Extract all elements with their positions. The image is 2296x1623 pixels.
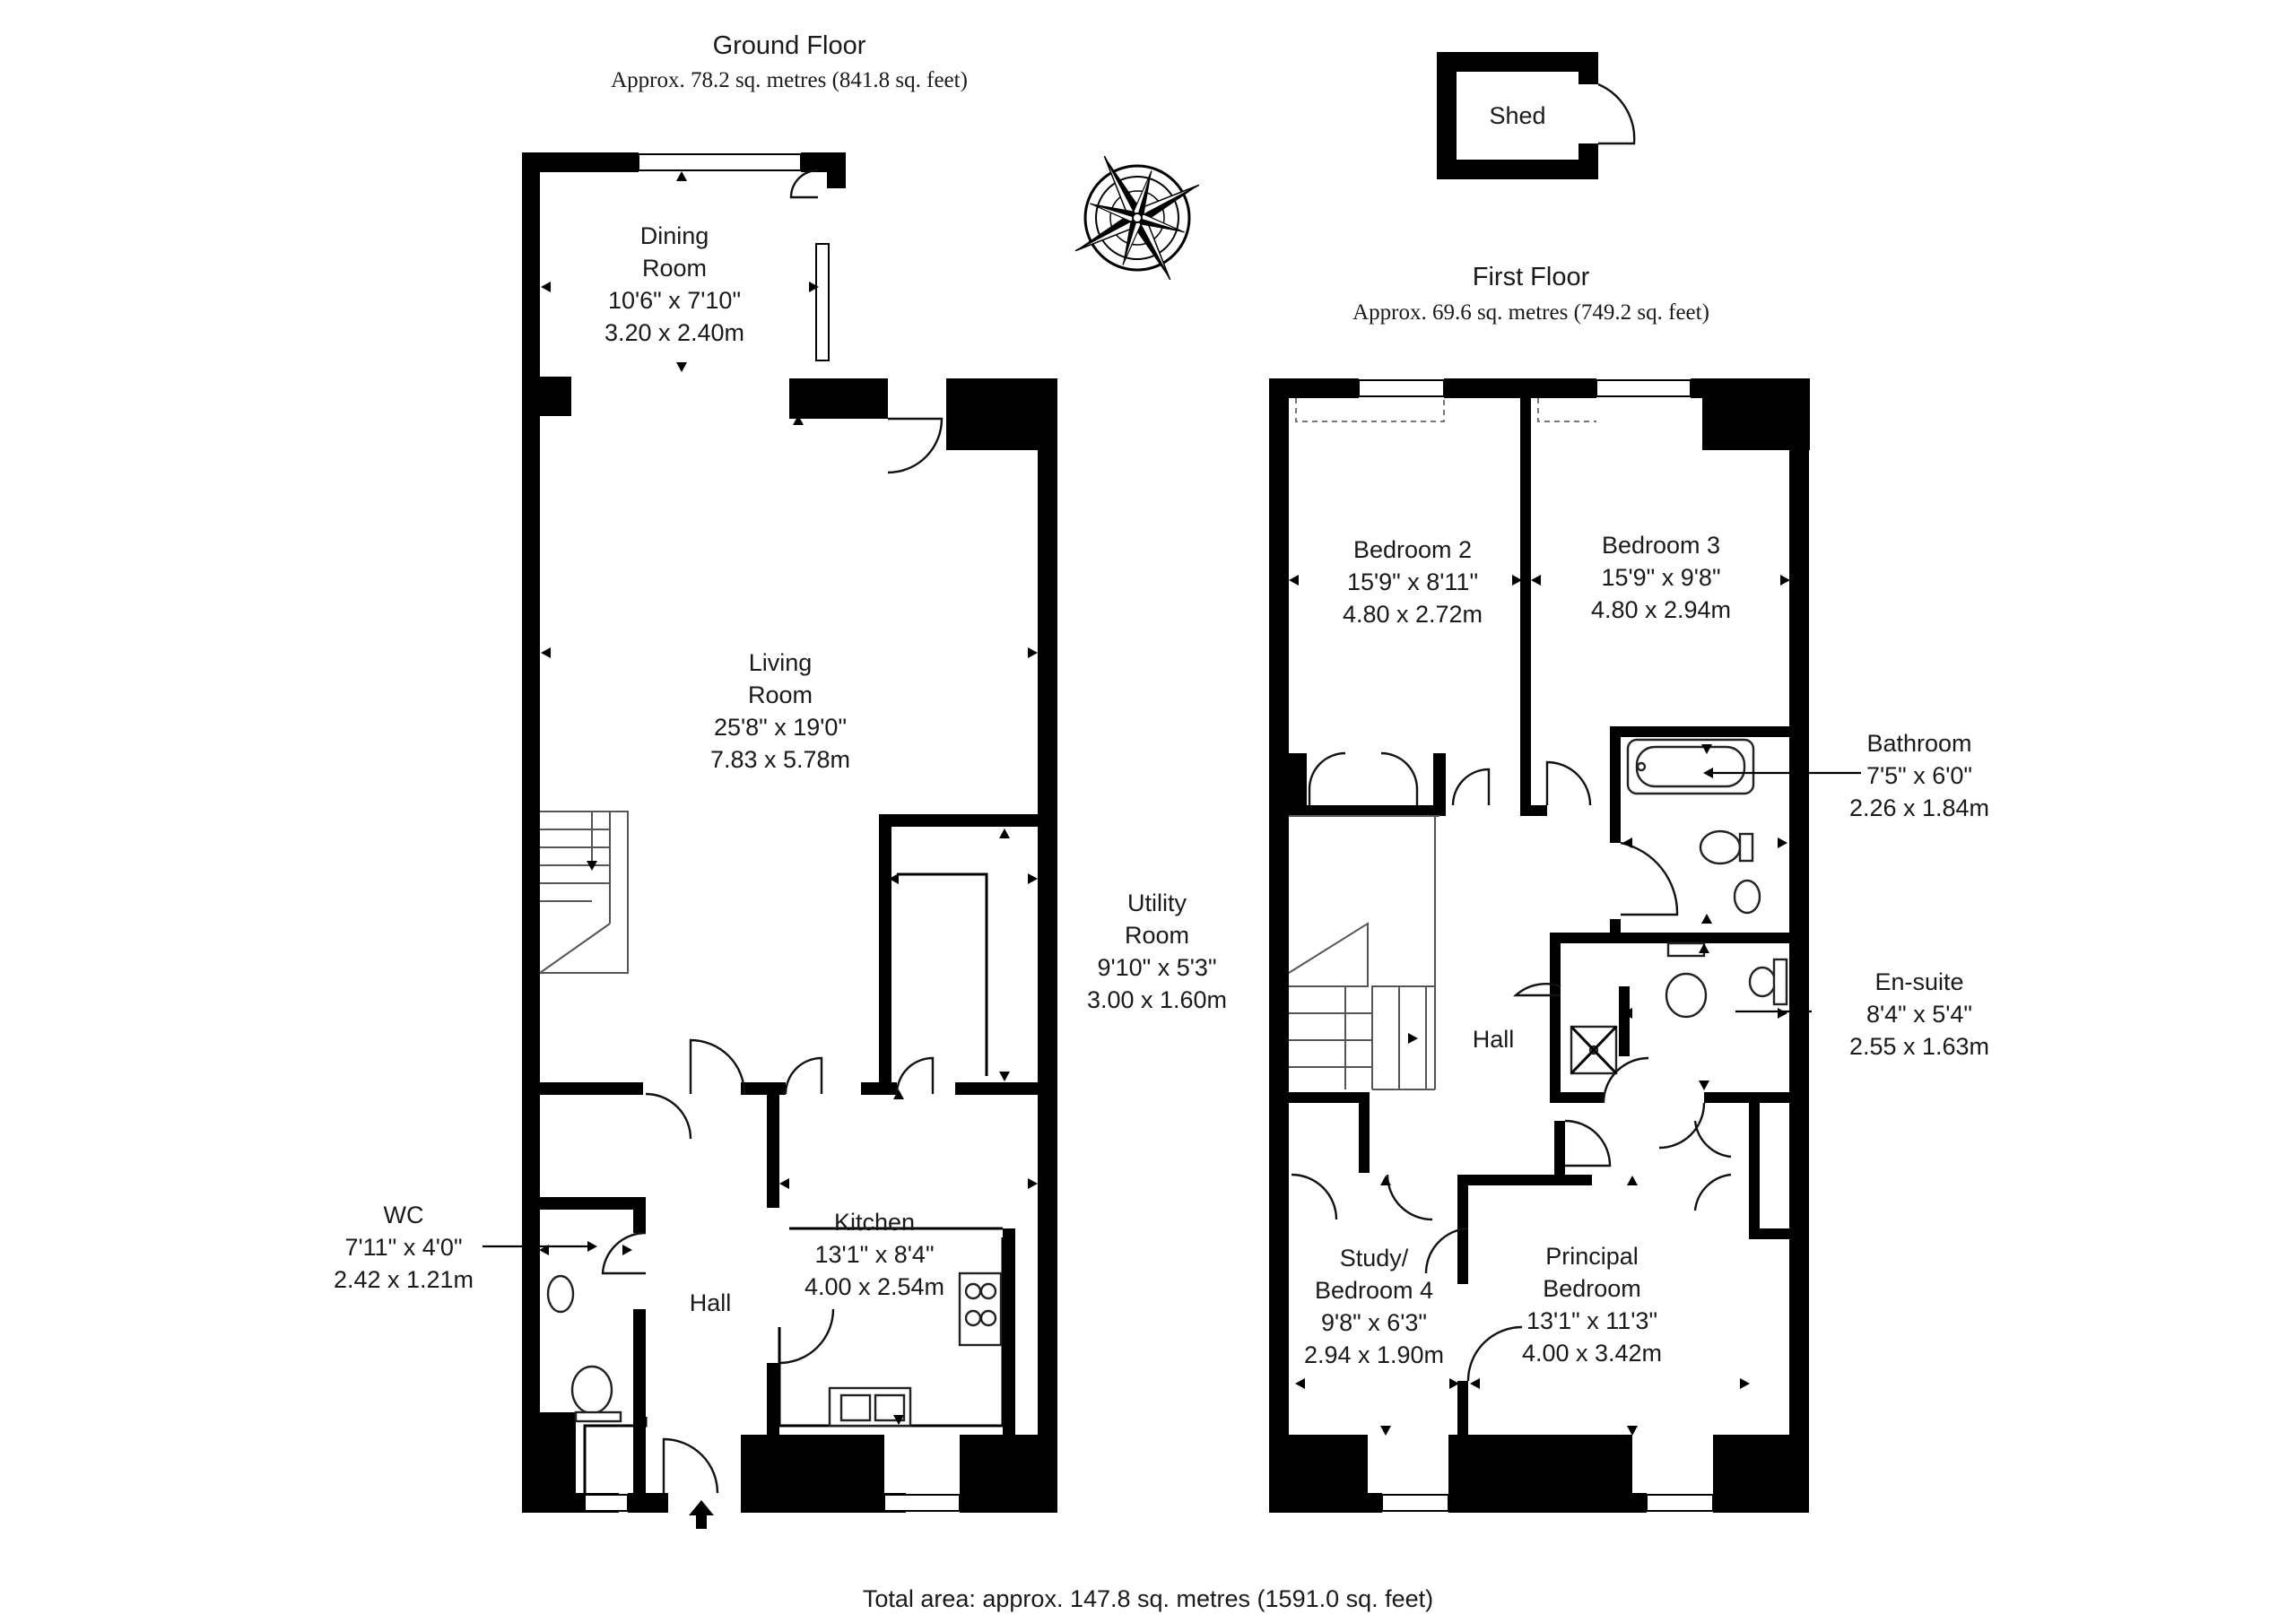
ensuite-label: En-suite 8'4" x 5'4" 2.55 x 1.63m [1849,968,1989,1060]
wc-label: WC 7'11" x 4'0" 2.42 x 1.21m [334,1202,474,1293]
room-size-metric: 7.83 x 5.78m [710,746,850,773]
room-size-metric: 2.55 x 1.63m [1849,1033,1989,1060]
compass-rose-icon [1074,155,1200,281]
room-size-metric: 4.80 x 2.72m [1343,601,1483,628]
room-name: Room [642,255,707,282]
room-size-imperial: 9'8" x 6'3" [1321,1309,1427,1336]
total-area: Total area: approx. 147.8 sq. metres (15… [863,1585,1433,1612]
room-size-imperial: 15'9" x 9'8" [1601,564,1720,591]
room-size-metric: 4.00 x 2.54m [804,1273,944,1300]
room-size-metric: 2.94 x 1.90m [1304,1341,1444,1368]
ground-floor-plan [483,152,1057,1529]
first-floor-area: Approx. 69.6 sq. metres (749.2 sq. feet) [1352,300,1709,325]
room-size-imperial: 13'1" x 11'3" [1526,1307,1657,1334]
room-name: Bedroom 3 [1602,532,1720,559]
room-name: Utility [1127,890,1187,916]
principal-bedroom-label: Principal Bedroom 13'1" x 11'3" 4.00 x 3… [1522,1243,1662,1367]
wc-fittings [546,1274,648,1493]
room-name: Bathroom [1866,730,1971,757]
first-floor-header: First Floor Approx. 69.6 sq. metres (749… [1352,263,1709,325]
ground-hall-label: Hall [690,1289,732,1316]
room-name: Living [749,649,813,676]
room-size-metric: 2.26 x 1.84m [1849,794,1989,821]
room-name: En-suite [1874,968,1963,995]
room-size-imperial: 25'8" x 19'0" [714,714,847,741]
ground-floor-title: Ground Floor [713,31,866,60]
kitchen-label: Kitchen 13'1" x 8'4" 4.00 x 2.54m [804,1209,944,1300]
ensuite-fittings [1570,942,1788,1075]
room-name: Bedroom 2 [1353,536,1472,563]
first-floor-staircase [1288,815,1439,1090]
room-size-metric: 3.20 x 2.40m [604,319,744,346]
room-size-imperial: 9'10" x 5'3" [1097,954,1216,981]
living-room-label: Living Room 25'8" x 19'0" 7.83 x 5.78m [710,649,850,773]
bathroom-label: Bathroom 7'5" x 6'0" 2.26 x 1.84m [1849,730,1989,821]
room-size-imperial: 10'6" x 7'10" [608,287,741,314]
room-size-metric: 4.00 x 3.42m [1522,1340,1662,1367]
bedroom-3-label: Bedroom 3 15'9" x 9'8" 4.80 x 2.94m [1591,532,1731,623]
entrance-arrow-icon [689,1500,714,1529]
ground-floor-header: Ground Floor Approx. 78.2 sq. metres (84… [611,31,968,92]
room-size-metric: 2.42 x 1.21m [334,1266,474,1293]
room-size-imperial: 8'4" x 5'4" [1866,1001,1972,1028]
room-name: Kitchen [834,1209,915,1236]
ground-floor-area: Approx. 78.2 sq. metres (841.8 sq. feet) [611,68,968,92]
room-size-metric: 4.80 x 2.94m [1591,596,1731,623]
room-name: Room [1125,922,1189,949]
utility-room-label: Utility Room 9'10" x 5'3" 3.00 x 1.60m [1087,890,1227,1013]
room-name: Bedroom 4 [1315,1277,1433,1304]
bedroom-2-label: Bedroom 2 15'9" x 8'11" 4.80 x 2.72m [1343,536,1483,628]
first-hall-label: Hall [1473,1026,1515,1053]
room-size-imperial: 15'9" x 8'11" [1347,568,1478,595]
room-size-metric: 3.00 x 1.60m [1087,986,1227,1013]
room-name: Bedroom [1543,1275,1641,1302]
dining-room-label: Dining Room 10'6" x 7'10" 3.20 x 2.40m [604,222,744,346]
bathroom-fittings [1626,738,1761,915]
ground-staircase [539,811,629,974]
room-name: Room [748,681,813,708]
room-name: Dining [640,222,709,249]
room-size-imperial: 7'11" x 4'0" [344,1234,462,1261]
room-size-imperial: 7'5" x 6'0" [1866,762,1972,789]
first-floor-plan [1269,378,1861,1513]
first-floor-title: First Floor [1473,263,1590,291]
shed-label: Shed [1489,102,1545,129]
room-name: Principal [1545,1243,1639,1270]
room-name: Study/ [1340,1245,1409,1271]
shed-plan [1437,52,1636,179]
room-size-imperial: 13'1" x 8'4" [814,1241,934,1268]
room-name: WC [384,1202,424,1228]
study-bedroom-4-label: Study/ Bedroom 4 9'8" x 6'3" 2.94 x 1.90… [1304,1245,1444,1368]
